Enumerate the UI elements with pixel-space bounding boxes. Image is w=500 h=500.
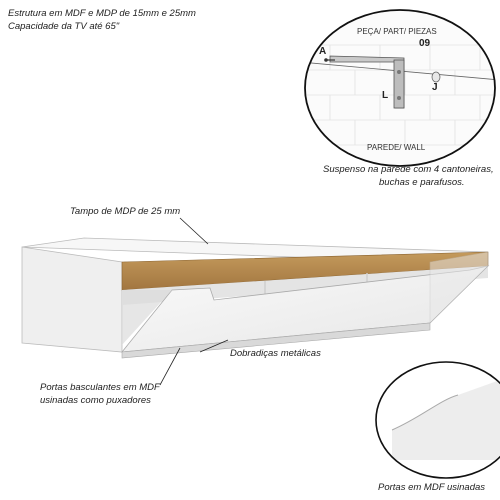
callout-hinges: Dobradiças metálicas bbox=[230, 348, 321, 359]
zoom-caption: Portas em MDF usinadas bbox=[378, 482, 486, 493]
callout-line-hinges bbox=[199, 339, 229, 353]
label-l: L bbox=[382, 90, 389, 101]
callout-top-panel: Tampo de MDP de 25 mm bbox=[70, 206, 181, 217]
wall-label: PAREDE/ WALL bbox=[367, 143, 426, 152]
tv-unit-drawing bbox=[21, 237, 490, 359]
bracket-icon bbox=[324, 55, 405, 109]
callout-doors-line2: usinadas como puxadores bbox=[40, 395, 151, 406]
mount-note-line1: Suspenso na parede com 4 cantoneiras, bbox=[323, 164, 494, 175]
label-j: J bbox=[432, 82, 438, 93]
mount-note-line2: buchas e parafusos. bbox=[379, 177, 465, 188]
callout-line-doors bbox=[159, 347, 181, 386]
spec-tv-capacity: Capacidade da TV até 65" bbox=[8, 21, 120, 32]
screw-icon bbox=[431, 71, 441, 83]
callout-line-top bbox=[179, 217, 209, 245]
label-a: A bbox=[319, 46, 327, 57]
part-header: PEÇA/ PART/ PIEZAS bbox=[357, 27, 437, 36]
part-number: 09 bbox=[419, 38, 431, 49]
callout-doors-line1: Portas basculantes em MDF bbox=[40, 382, 160, 393]
detail-circle bbox=[304, 9, 496, 167]
zoom-circle bbox=[375, 361, 500, 479]
spec-structure: Estrutura em MDF e MDP de 15mm e 25mm bbox=[8, 8, 196, 19]
